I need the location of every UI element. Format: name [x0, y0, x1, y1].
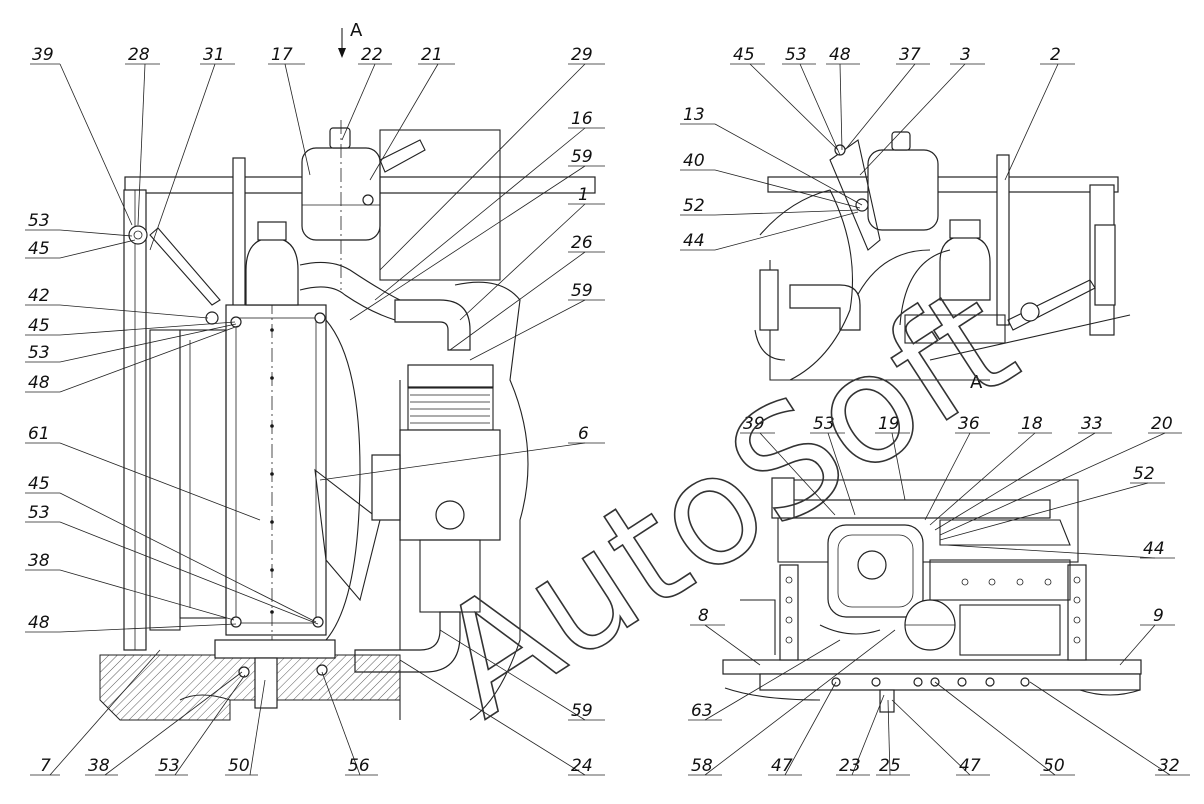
callout: 53 [28, 211, 50, 231]
callout: 33 [1081, 414, 1103, 434]
callout: 3 [960, 45, 971, 65]
callout: 45 [28, 474, 50, 494]
callout: 59 [571, 147, 593, 167]
view-direction-arrow: A [338, 20, 363, 58]
callout: 36 [958, 414, 980, 434]
callout: 19 [878, 414, 900, 434]
callout: 52 [683, 196, 705, 216]
callout: 58 [691, 756, 713, 776]
callout: 18 [1021, 414, 1043, 434]
callout: 2 [1050, 45, 1061, 65]
rail-holes [785, 576, 1081, 644]
callout: 13 [683, 105, 705, 125]
callout: 16 [571, 109, 593, 129]
top-right-view [754, 131, 1131, 381]
callout: 61 [28, 424, 50, 444]
callout: 22 [361, 45, 383, 65]
callout: 47 [959, 756, 981, 776]
callout: 21 [421, 45, 443, 65]
callout: 53 [28, 343, 50, 363]
callout: 59 [571, 281, 593, 301]
callout: 63 [691, 701, 713, 721]
callout: 38 [28, 551, 50, 571]
top-right-view-callouts: 45 53 48 37 3 2 13 40 52 44 [683, 45, 1061, 251]
left-view-callouts: 39 28 31 17 22 21 29 16 59 1 26 59 53 45… [28, 45, 593, 776]
callout: 7 [40, 756, 51, 776]
callout: 20 [1151, 414, 1173, 434]
callout: 59 [571, 701, 593, 721]
callout: 23 [839, 756, 861, 776]
view-a: A [722, 372, 1142, 713]
callout: 1 [578, 185, 589, 205]
callout: 45 [28, 239, 50, 259]
left-view: A [99, 20, 596, 721]
callout: 50 [1043, 756, 1065, 776]
callout: 26 [571, 233, 593, 253]
callout: 53 [158, 756, 180, 776]
callout: 42 [28, 286, 50, 306]
callout: 39 [743, 414, 765, 434]
callout: 40 [683, 151, 705, 171]
callout: 48 [28, 373, 50, 393]
view-a-title: A [970, 372, 983, 393]
callout: 45 [28, 316, 50, 336]
callout: 28 [128, 45, 150, 65]
view-a-callouts: 39 53 19 36 18 33 20 52 44 8 9 63 58 47 … [691, 414, 1180, 776]
callout: 25 [879, 756, 901, 776]
callout: 24 [571, 756, 593, 776]
callout: 44 [683, 231, 705, 251]
callout: 53 [813, 414, 835, 434]
callout: 56 [348, 756, 370, 776]
callout: 50 [228, 756, 250, 776]
callout: 38 [88, 756, 110, 776]
leader-lines [25, 63, 1190, 776]
view-arrow-label: A [350, 20, 363, 41]
callout: 48 [829, 45, 851, 65]
callout: 48 [28, 613, 50, 633]
callout: 53 [785, 45, 807, 65]
callout: 9 [1153, 606, 1164, 626]
callout: 32 [1158, 756, 1180, 776]
callout: 52 [1133, 464, 1155, 484]
callout: 44 [1143, 539, 1165, 559]
callout: 39 [32, 45, 54, 65]
callout: 53 [28, 503, 50, 523]
callout: 29 [571, 45, 593, 65]
callout: 6 [578, 424, 589, 444]
compressor-fins [410, 394, 490, 424]
callout: 17 [271, 45, 293, 65]
callout: 47 [771, 756, 793, 776]
callout: 8 [698, 606, 709, 626]
callout: 45 [733, 45, 755, 65]
callout: 31 [203, 45, 225, 65]
bar-holes [961, 578, 1052, 586]
callout: 37 [899, 45, 921, 65]
